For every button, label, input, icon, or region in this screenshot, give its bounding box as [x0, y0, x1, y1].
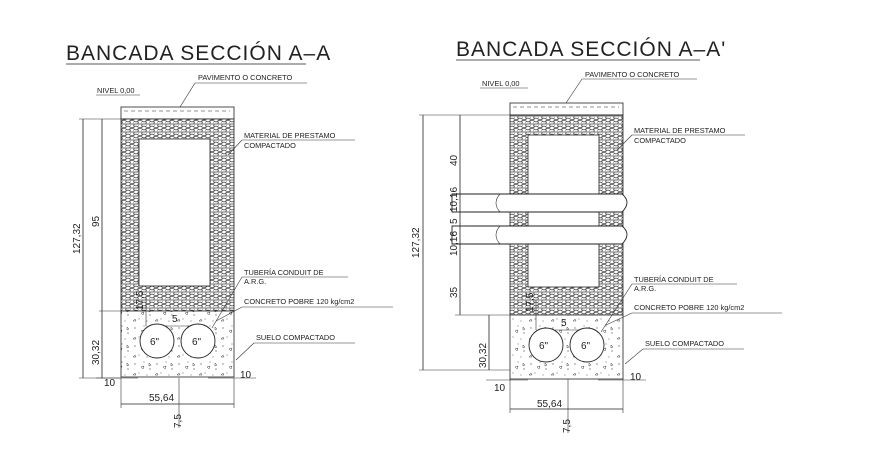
- right-pipe-b: [569, 327, 605, 363]
- right-dim-35: 35: [449, 286, 460, 298]
- right-concreto-leader: [605, 312, 633, 326]
- right-horizontal-pipe-bottom: [451, 225, 628, 245]
- right-concreto-label: CONCRETO POBRE 120 kg/cm2: [634, 303, 744, 312]
- left-pavimento-leader: [179, 82, 196, 108]
- left-concreto-label: CONCRETO POBRE 120 kg/cm2: [244, 297, 354, 306]
- right-nivel-label: NIVEL 0,00: [482, 79, 520, 88]
- left-dim-total: 127,32: [72, 223, 83, 254]
- right-pavimento-leader: [565, 78, 583, 104]
- right-dim-5: 5: [449, 218, 460, 224]
- left-nivel-label: NIVEL 0,00: [97, 86, 135, 95]
- left-dim-75: 7,5: [173, 414, 184, 428]
- left-dim-10b: 10: [240, 370, 252, 381]
- right-dim-5b: 5: [561, 318, 567, 329]
- left-dim-175: 17,5: [135, 290, 146, 310]
- left-dim-5: 5: [172, 314, 178, 325]
- left-tuberia-label-2: A.R.G.: [244, 277, 266, 286]
- right-dim-175: 17,5: [525, 292, 536, 312]
- right-dim-1016b: 10,16: [449, 231, 460, 256]
- left-pipe-b: [180, 323, 216, 359]
- left-suelo-label: SUELO COMPACTADO: [256, 333, 335, 342]
- left-dim-width: 55,64: [149, 393, 174, 404]
- right-dim-total: 127,32: [411, 227, 422, 258]
- left-tuberia-label-1: TUBERÍA CONDUIT DE: [244, 268, 324, 277]
- left-fill-window: [138, 138, 211, 287]
- right-dim-3032: 30,32: [478, 343, 489, 368]
- right-pavement-slab: [509, 102, 624, 116]
- left-title: BANCADA SECCIÓN A–A: [66, 42, 331, 65]
- left-dim-10a: 10: [104, 378, 116, 389]
- right-tuberia-label-2: A.R.G.: [634, 284, 656, 293]
- right-suelo-label: SUELO COMPACTADO: [645, 339, 724, 348]
- right-dim-40: 40: [449, 154, 460, 166]
- right-dim-75: 7,5: [562, 419, 573, 433]
- right-pipe-bottom-break: [495, 225, 501, 245]
- right-horizontal-pipe-top: [451, 193, 628, 213]
- right-dim-width: 55,64: [537, 399, 562, 410]
- right-pipe-b-label: 6": [581, 341, 591, 352]
- right-pipe-a: [528, 327, 564, 363]
- right-title: BANCADA SECCIÓN A–A': [456, 38, 726, 61]
- left-concreto-leader: [215, 306, 243, 322]
- right-material-label-2: COMPACTADO: [634, 136, 686, 145]
- right-section: BANCADA SECCIÓN A–A' NIVEL 0,00 PAVIMENT…: [411, 38, 782, 433]
- left-suelo-leader: [235, 342, 255, 361]
- right-material-label-1: MATERIAL DE PRESTAMO: [634, 126, 726, 135]
- right-material-leader: [616, 134, 633, 151]
- left-section: BANCADA SECCIÓN A–A NIVEL 0,00 PAVIMENTO…: [66, 42, 393, 428]
- left-pipe-b-label: 6": [192, 337, 202, 348]
- left-dim-95: 95: [91, 215, 102, 227]
- left-pipe-a-label: 6": [150, 337, 160, 348]
- right-dim-10a: 10: [494, 383, 506, 394]
- right-tuberia-label-1: TUBERÍA CONDUIT DE: [634, 275, 714, 284]
- right-pavimento-label: PAVIMENTO O CONCRETO: [585, 70, 680, 79]
- right-pipe-top-break: [495, 193, 501, 213]
- right-dim-1016a: 10,16: [449, 187, 460, 212]
- left-pipe-a: [139, 323, 175, 359]
- left-pavement-slab: [120, 106, 235, 120]
- left-material-leader: [227, 139, 243, 156]
- right-dim-10b: 10: [630, 372, 642, 383]
- left-material-label-2: COMPACTADO: [244, 141, 296, 150]
- right-tuberia-leader: [600, 283, 633, 333]
- right-pipe-a-label: 6": [539, 341, 549, 352]
- right-suelo-leader: [624, 348, 644, 365]
- left-pavimento-label: PAVIMENTO O CONCRETO: [198, 73, 293, 82]
- left-tuberia-leader: [211, 276, 243, 329]
- left-dim-3032: 30,32: [91, 340, 102, 365]
- left-material-label-1: MATERIAL DE PRESTAMO: [244, 131, 336, 140]
